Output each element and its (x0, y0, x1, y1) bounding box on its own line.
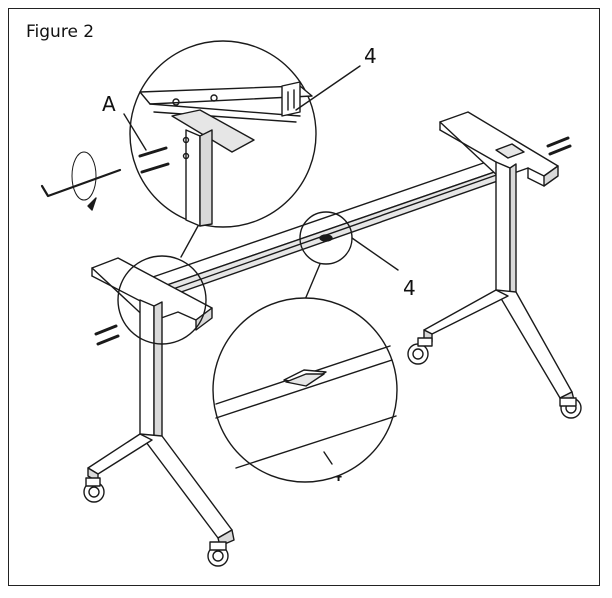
bottom-detail-magnifier (213, 298, 397, 482)
bolt-a (140, 148, 168, 172)
left-leg (84, 300, 234, 566)
callout-a: A (102, 92, 116, 116)
right-rear-caster (408, 338, 432, 364)
left-bracket-detail-ring (118, 226, 206, 344)
top-detail-magnifier (124, 41, 360, 227)
right-leg (408, 162, 581, 418)
left-front-caster (208, 542, 228, 566)
callout-4-top: 4 (364, 44, 377, 68)
figure-title: Figure 2 (26, 22, 95, 42)
callout-4-rail: 4 (403, 276, 416, 300)
allen-key (42, 152, 120, 210)
left-screws (96, 326, 118, 344)
left-rear-caster (84, 478, 104, 502)
right-screws (548, 138, 570, 154)
right-front-caster (560, 398, 581, 418)
rail-slot-ring (300, 212, 398, 302)
